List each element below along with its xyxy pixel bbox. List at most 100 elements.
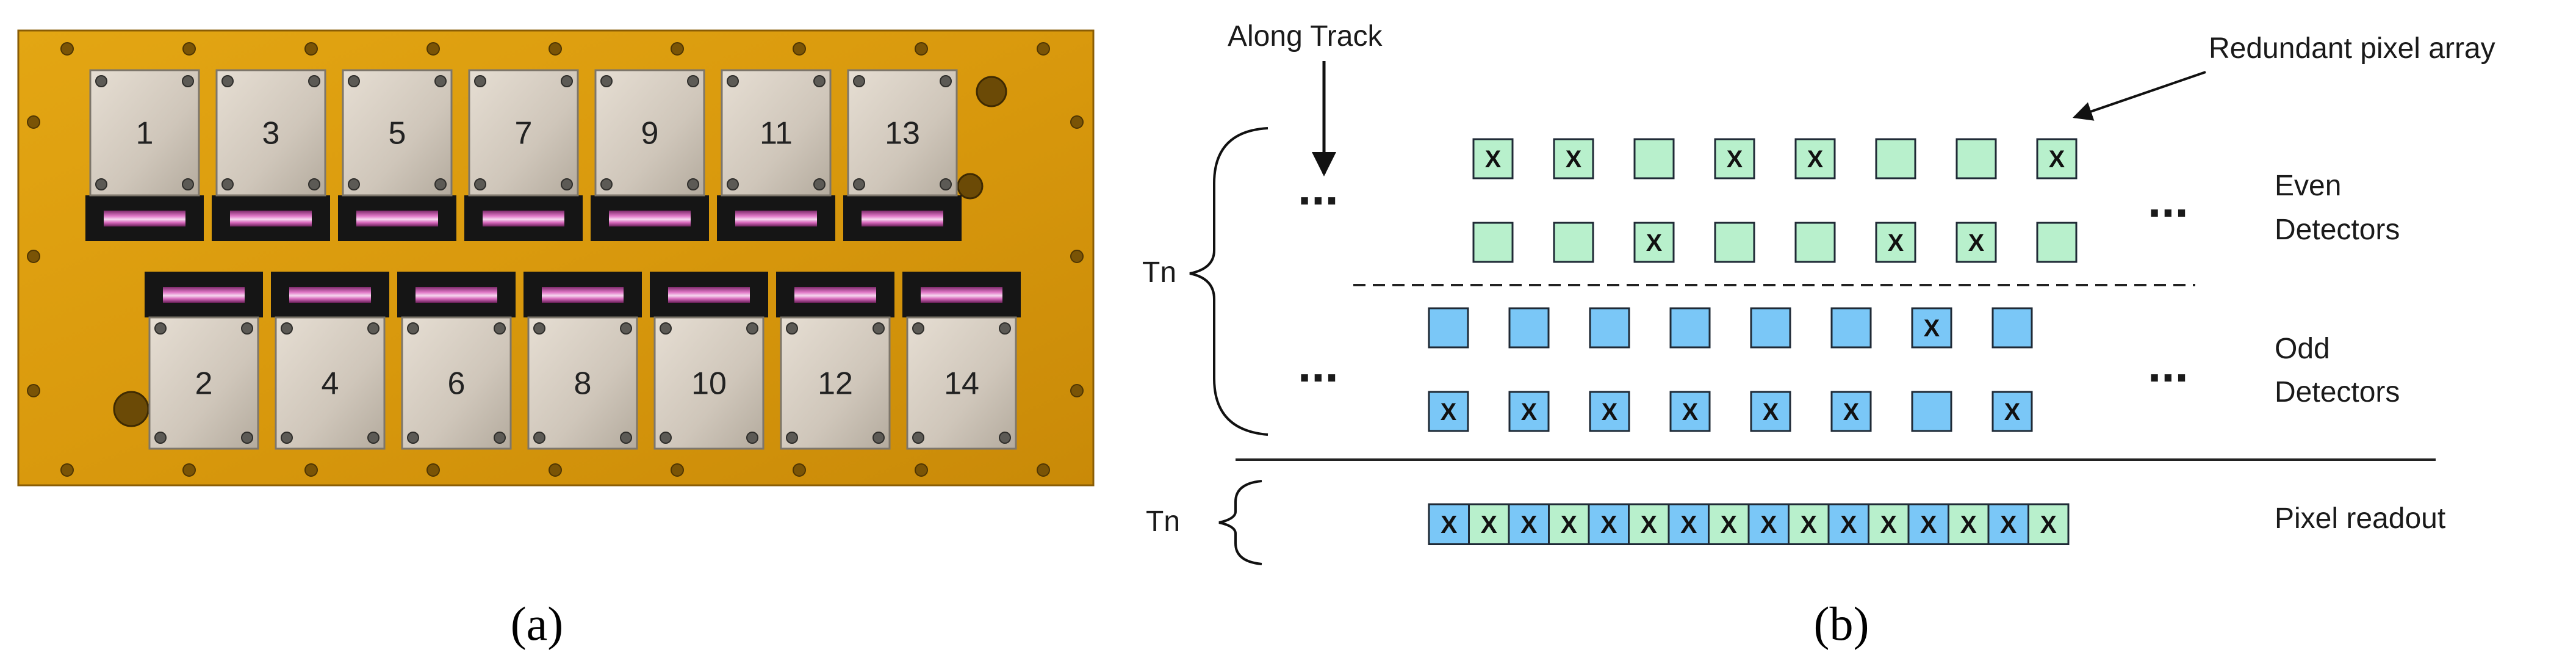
pixel-square bbox=[1911, 391, 1952, 432]
pixel-square bbox=[1472, 222, 1514, 263]
board-screw bbox=[1070, 115, 1084, 129]
board-screw bbox=[549, 42, 562, 56]
detector-chip-module: 6 bbox=[397, 272, 516, 450]
pixel-square bbox=[2027, 503, 2070, 545]
pixel-square bbox=[1868, 503, 1910, 545]
pixel-square bbox=[1669, 307, 1711, 349]
chip-metal-cap bbox=[594, 69, 705, 197]
chip-screw bbox=[474, 75, 486, 87]
pixel-square bbox=[1553, 222, 1594, 263]
even-pixel: X bbox=[1472, 138, 1514, 179]
redundant-pixel-mark: X bbox=[2004, 399, 2021, 425]
pixel-square bbox=[1668, 503, 1710, 545]
chip-number-label: 1 bbox=[136, 116, 154, 151]
pixel-square bbox=[1750, 391, 1791, 432]
detector-chip-module: 1 bbox=[85, 69, 204, 241]
redundant-pixel-mark: X bbox=[2000, 510, 2017, 538]
readout-pixel: X bbox=[1948, 503, 1990, 545]
panel-b-diagram: Along Track Redundant pixel array Tn ...… bbox=[1142, 20, 2495, 565]
readout-pixel: X bbox=[1508, 503, 1550, 545]
chip-screw bbox=[182, 178, 194, 190]
even-pixel bbox=[1875, 138, 1916, 179]
board-screw bbox=[793, 42, 806, 56]
chip-metal-cap bbox=[780, 316, 891, 450]
chip-sensor-stripe bbox=[356, 211, 438, 226]
pixel-square bbox=[1948, 503, 1990, 545]
chip-screw bbox=[494, 322, 506, 335]
redundant-pixel-mark: X bbox=[1521, 399, 1538, 425]
even-pixel bbox=[1794, 222, 1836, 263]
chip-metal-cap bbox=[342, 69, 453, 197]
detector-chip-module: 7 bbox=[464, 69, 583, 241]
odd-detectors-top-row: X bbox=[1428, 307, 2033, 349]
even-pixel bbox=[2036, 222, 2078, 263]
odd-label-line2: Detectors bbox=[2275, 376, 2400, 408]
odd-pixel bbox=[1428, 307, 1469, 349]
odd-pixel: X bbox=[1750, 391, 1791, 432]
odd-pixel bbox=[1589, 307, 1630, 349]
chip-screw bbox=[434, 178, 447, 190]
redundant-pixel-mark: X bbox=[2040, 510, 2057, 538]
detector-chip-module: 12 bbox=[776, 272, 894, 450]
board-screw bbox=[549, 463, 562, 477]
pixel-square bbox=[2036, 138, 2078, 179]
ellipsis-left-even: ... bbox=[1298, 161, 1339, 215]
chip-screw bbox=[308, 178, 320, 190]
pixel-square bbox=[1750, 307, 1791, 349]
board-screw bbox=[1070, 384, 1084, 397]
chip-screw bbox=[853, 178, 865, 190]
redundant-pixel-mark: X bbox=[1924, 315, 1940, 342]
even-pixel: X bbox=[1875, 222, 1916, 263]
chip-screw bbox=[154, 432, 167, 444]
chip-screw bbox=[494, 432, 506, 444]
pixel-square bbox=[1907, 503, 1949, 545]
odd-pixel bbox=[1508, 307, 1550, 349]
chip-metal-cap bbox=[89, 69, 200, 197]
chip-screw bbox=[182, 75, 194, 87]
chip-screw bbox=[434, 75, 447, 87]
chip-screw bbox=[813, 75, 826, 87]
board-screw bbox=[182, 463, 196, 477]
pixel-square bbox=[1911, 307, 1952, 349]
board-screws bbox=[27, 42, 1084, 477]
detector-chip-module: 5 bbox=[338, 69, 456, 241]
pixel-square bbox=[1468, 503, 1510, 545]
pixel-square bbox=[1428, 391, 1469, 432]
board-screw bbox=[915, 463, 928, 477]
chip-metal-cap bbox=[275, 316, 386, 450]
even-pixel bbox=[1472, 222, 1514, 263]
pixel-square bbox=[1548, 503, 1590, 545]
redundant-pixel-mark: X bbox=[1641, 510, 1657, 538]
chip-screw bbox=[281, 432, 293, 444]
redundant-pixel-mark: X bbox=[1561, 510, 1577, 538]
chip-number-label: 12 bbox=[818, 366, 853, 402]
chip-screw bbox=[620, 432, 632, 444]
board-screw bbox=[426, 42, 440, 56]
redundant-pixel-mark: X bbox=[1600, 510, 1617, 538]
board-screw bbox=[27, 250, 40, 263]
chip-screw bbox=[561, 178, 573, 190]
chip-screw bbox=[407, 432, 419, 444]
odd-pixel bbox=[1991, 307, 2033, 349]
lower-brace bbox=[1218, 480, 1262, 565]
chip-screw bbox=[95, 75, 107, 87]
pixel-square bbox=[1589, 307, 1630, 349]
board-screw bbox=[915, 42, 928, 56]
redundant-pixel-mark: X bbox=[1920, 510, 1937, 538]
even-pixel bbox=[1714, 222, 1755, 263]
chip-sensor-stripe bbox=[163, 287, 245, 303]
pixel-square bbox=[1794, 222, 1836, 263]
redundant-pixel-mark: X bbox=[1727, 146, 1743, 173]
tn-lower-label: Tn bbox=[1146, 505, 1180, 538]
chip-screw bbox=[620, 322, 632, 335]
board-screw bbox=[304, 42, 318, 56]
pixel-square bbox=[1794, 138, 1836, 179]
tn-upper-label: Tn bbox=[1142, 256, 1176, 289]
odd-pixel bbox=[1750, 307, 1791, 349]
detector-chip-module: 9 bbox=[591, 69, 709, 241]
chip-screw bbox=[241, 322, 253, 335]
detector-chip-module: 14 bbox=[902, 272, 1021, 450]
